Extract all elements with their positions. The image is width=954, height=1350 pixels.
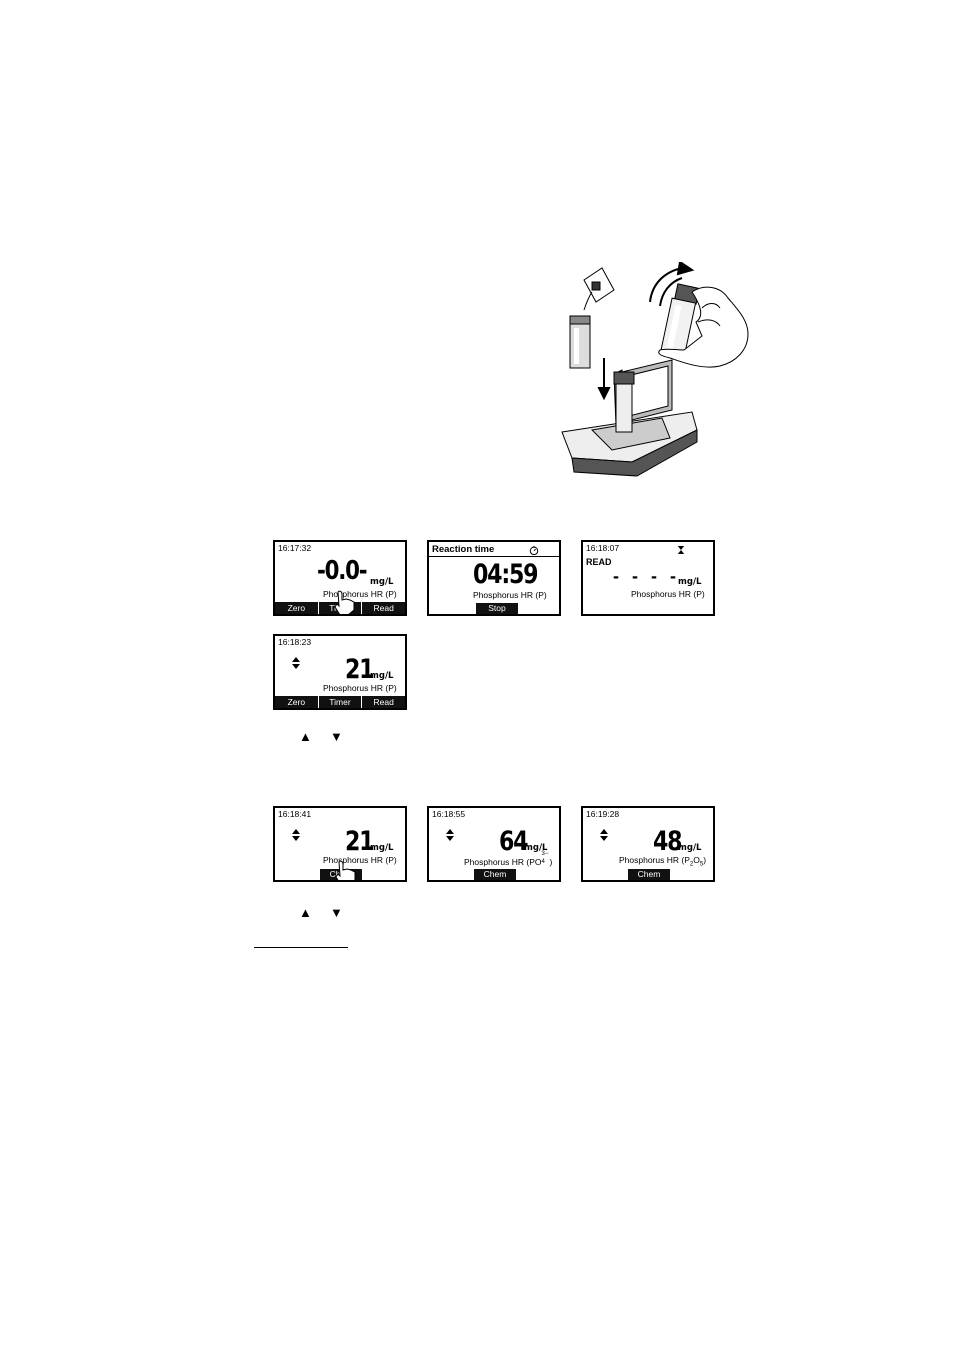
reading-placeholder: - - - - xyxy=(613,566,680,586)
clock-time: 16:19:28 xyxy=(586,809,620,819)
softkey-bar: Zero Timer Read xyxy=(275,696,405,708)
sample-vial-left xyxy=(569,315,591,369)
meter-screen-form-p: 16:18:41 21 mg/L Phosphorus HR (P) Chem … xyxy=(273,806,407,882)
reading-unit: mg/L xyxy=(370,577,394,587)
reading-unit: mg/L xyxy=(370,671,394,681)
timer-softkey[interactable]: Timer xyxy=(318,696,363,708)
parameter-name: Phosphorus HR (P) xyxy=(323,855,397,865)
clock-time: 16:17:32 xyxy=(278,543,312,553)
reading-value: -0.0- xyxy=(317,556,368,586)
zero-softkey[interactable]: Zero xyxy=(275,696,319,708)
read-softkey[interactable]: Read xyxy=(362,696,405,708)
meter-screen-reading: 16:18:07 READ - - - - mg/L Phosphorus HR… xyxy=(581,540,715,616)
hourglass-icon xyxy=(677,546,685,554)
reading-unit: mg/L xyxy=(678,843,702,853)
stop-softkey[interactable]: Stop xyxy=(476,603,518,614)
reading-unit: mg/L xyxy=(370,843,394,853)
parameter-name: Phosphorus HR (P) xyxy=(631,589,705,599)
arrow-keys-hint: ▲▼ xyxy=(299,905,361,920)
insert-arrow xyxy=(597,358,611,401)
up-down-arrow-icon xyxy=(292,657,300,669)
hand xyxy=(658,286,749,368)
countdown-value: 04:59 xyxy=(473,559,539,590)
down-arrow-key[interactable]: ▼ xyxy=(330,729,343,744)
screen-title: Reaction time xyxy=(432,544,495,555)
chem-form-softkey[interactable]: Chem Frm xyxy=(474,869,516,880)
reading-value: 64 xyxy=(499,826,529,857)
up-arrow-key[interactable]: ▲ xyxy=(299,729,312,744)
meter-screen-reaction-time: Reaction time 04:59 Phosphorus HR (P) St… xyxy=(427,540,561,616)
up-down-arrow-icon xyxy=(292,829,300,841)
up-arrow-key[interactable]: ▲ xyxy=(299,905,312,920)
pointing-hand-icon xyxy=(334,590,355,614)
meter-screen-zero: 16:17:32 -0.0- mg/L Phosphorus HR (P) Ze… xyxy=(273,540,407,616)
chem-form-softkey[interactable]: Chem Frm xyxy=(628,869,670,880)
read-softkey[interactable]: Read xyxy=(362,602,405,614)
parameter-name: Phosphorus HR (P2O5) xyxy=(619,855,707,868)
clock-time: 16:18:41 xyxy=(278,809,312,819)
parameter-name: Phosphorus HR (P) xyxy=(323,589,397,599)
clock-time: 16:18:55 xyxy=(432,809,466,819)
up-down-arrow-icon xyxy=(446,829,454,841)
reading-value: 48 xyxy=(653,826,683,857)
stopwatch-icon xyxy=(529,545,539,555)
vial-in-hand xyxy=(659,283,701,359)
up-down-arrow-icon xyxy=(600,829,608,841)
meter-screen-form-p2o5: 16:19:28 48 mg/L Phosphorus HR (P2O5) Ch… xyxy=(581,806,715,882)
procedure-illustration xyxy=(561,262,749,477)
sample-vial-inserted xyxy=(613,371,635,433)
zero-softkey[interactable]: Zero xyxy=(275,602,319,614)
clock-time: 16:18:23 xyxy=(278,637,312,647)
meter-screen-result: 16:18:23 21 mg/L Phosphorus HR (P) Zero … xyxy=(273,634,407,710)
status-label: READ xyxy=(586,557,612,567)
clock-time: 16:18:07 xyxy=(586,543,620,553)
invert-arrows xyxy=(649,262,695,307)
title-divider xyxy=(429,556,559,557)
down-arrow-key[interactable]: ▼ xyxy=(330,905,343,920)
reading-unit: mg/L xyxy=(678,577,702,587)
arrow-keys-hint: ▲▼ xyxy=(299,729,361,744)
footnote-rule xyxy=(254,947,348,948)
reading-value: 21 xyxy=(345,826,375,857)
reading-unit: mg/L xyxy=(524,843,548,853)
reagent-packet xyxy=(583,267,615,311)
pointing-hand-icon xyxy=(335,860,356,880)
parameter-name: Phosphorus HR (P) xyxy=(323,683,397,693)
reading-value: 21 xyxy=(345,654,375,685)
parameter-name: Phosphorus HR (P) xyxy=(473,590,547,600)
